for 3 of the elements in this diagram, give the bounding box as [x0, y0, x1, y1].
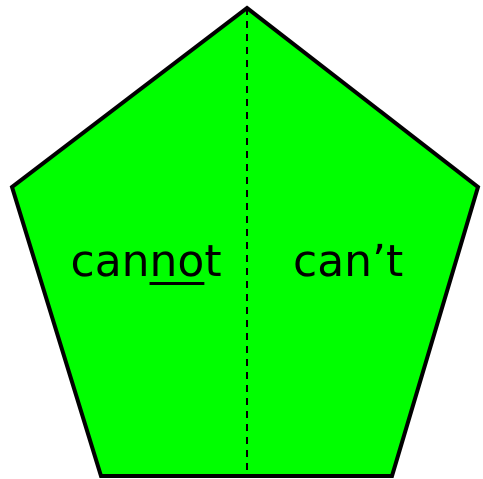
pentagon-shape: [10, 5, 480, 478]
word-label: cannot: [70, 240, 222, 284]
word-label: can’t: [293, 240, 404, 284]
